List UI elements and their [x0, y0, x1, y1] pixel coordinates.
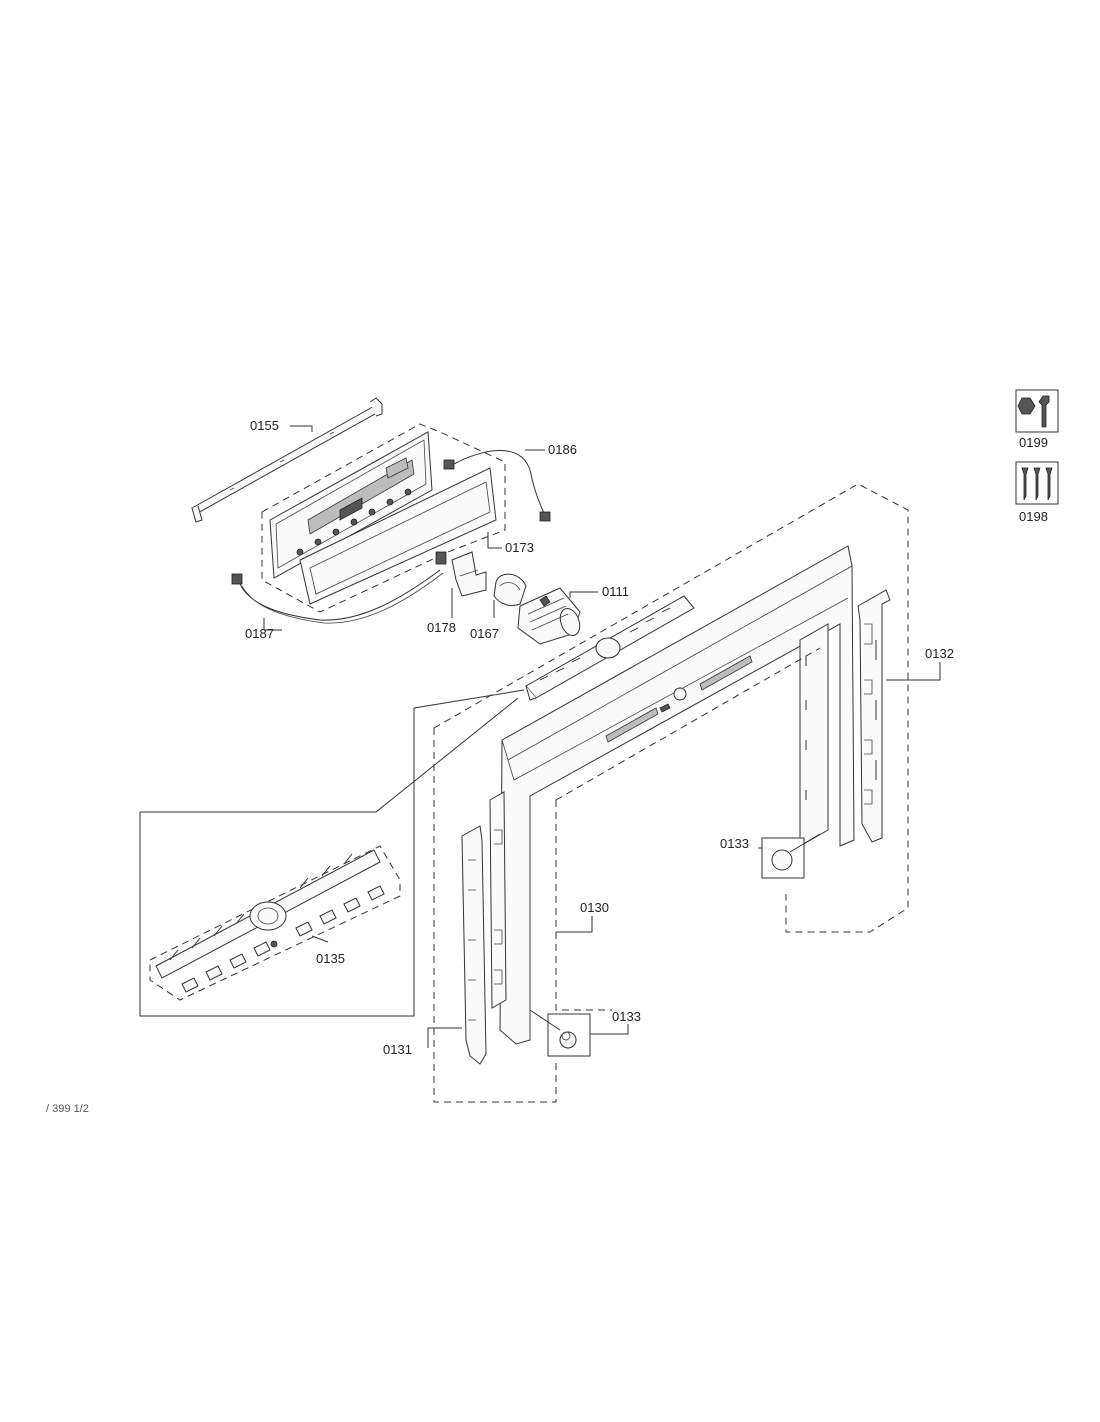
callout-0178: 0178	[427, 620, 456, 635]
tools-label: 0199	[1019, 435, 1048, 450]
bracket-0178-part	[435, 551, 487, 597]
callout-0111: 0111	[602, 584, 629, 599]
cable-0186-part	[443, 450, 551, 522]
tools-icon	[1015, 389, 1059, 433]
cable-0187-part	[231, 569, 444, 624]
footer-page-note: / 399 1/2	[46, 1103, 89, 1115]
callout-0132: 0132	[925, 646, 954, 661]
callout-0173: 0173	[505, 540, 534, 555]
plug-0133-bottom-part	[529, 1009, 591, 1057]
plug-0133-right-part	[761, 833, 821, 879]
control-panel-part	[269, 431, 497, 605]
callout-0187: 0187	[245, 626, 274, 641]
callout-0135: 0135	[316, 951, 345, 966]
button-strip-detail-part	[155, 849, 385, 993]
clip-0167-part	[493, 573, 527, 607]
motor-0111-part	[517, 587, 581, 645]
screws-icon	[1015, 461, 1059, 505]
callout-0133-bottom: 0133	[612, 1009, 641, 1024]
callout-0130: 0130	[580, 900, 609, 915]
door-frame-0130-part	[499, 545, 855, 1045]
top-strip-part	[191, 397, 383, 523]
button-strip-on-frame-part	[525, 595, 695, 701]
callout-0186: 0186	[548, 442, 577, 457]
callout-0167: 0167	[470, 626, 499, 641]
detail-inset-frame	[139, 689, 525, 1017]
side-rail-0131-part	[461, 791, 507, 1065]
screws-label: 0198	[1019, 509, 1048, 524]
side-rail-0132-part	[857, 589, 891, 843]
callout-0155: 0155	[250, 418, 279, 433]
callout-0133-right: 0133	[720, 836, 749, 851]
callout-0131: 0131	[383, 1042, 412, 1057]
